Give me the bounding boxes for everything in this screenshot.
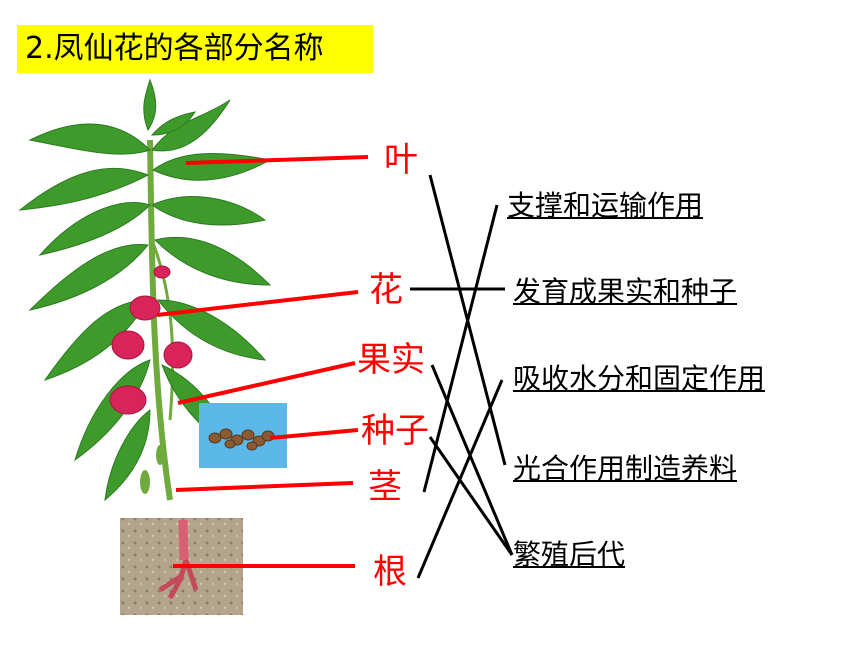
function-label-reproduce: 繁殖后代 [513, 538, 626, 571]
part-label-stem: 茎 [368, 467, 402, 507]
pointer-line-flower [156, 290, 359, 317]
part-label-root: 根 [373, 552, 407, 592]
pointer-lines [156, 155, 369, 568]
function-label-develop: 发育成果实和种子 [513, 275, 738, 308]
pointer-line-leaf [185, 155, 369, 165]
function-label-absorb: 吸收水分和固定作用 [513, 362, 766, 395]
part-label-fruit: 果实 [357, 340, 425, 380]
match-lines [410, 174, 514, 579]
impatiens-plant-illustration [18, 78, 272, 502]
pointer-line-stem [175, 481, 354, 492]
page-title: 2.凤仙花的各部分名称 [17, 25, 373, 73]
match-line-fruit [430, 364, 514, 556]
pointer-line-seed [269, 428, 359, 440]
pointer-line-fruit [177, 361, 356, 405]
function-label-support: 支撑和运输作用 [507, 189, 704, 222]
match-line-stem [422, 204, 499, 493]
match-line-seed [428, 436, 514, 556]
part-label-seed: 种子 [361, 411, 429, 451]
part-label-flower: 花 [369, 270, 403, 310]
seeds-photo [199, 403, 287, 468]
part-label-leaf: 叶 [384, 140, 418, 180]
function-label-photosynthesis: 光合作用制造养料 [513, 452, 738, 485]
match-line-root [416, 379, 504, 579]
